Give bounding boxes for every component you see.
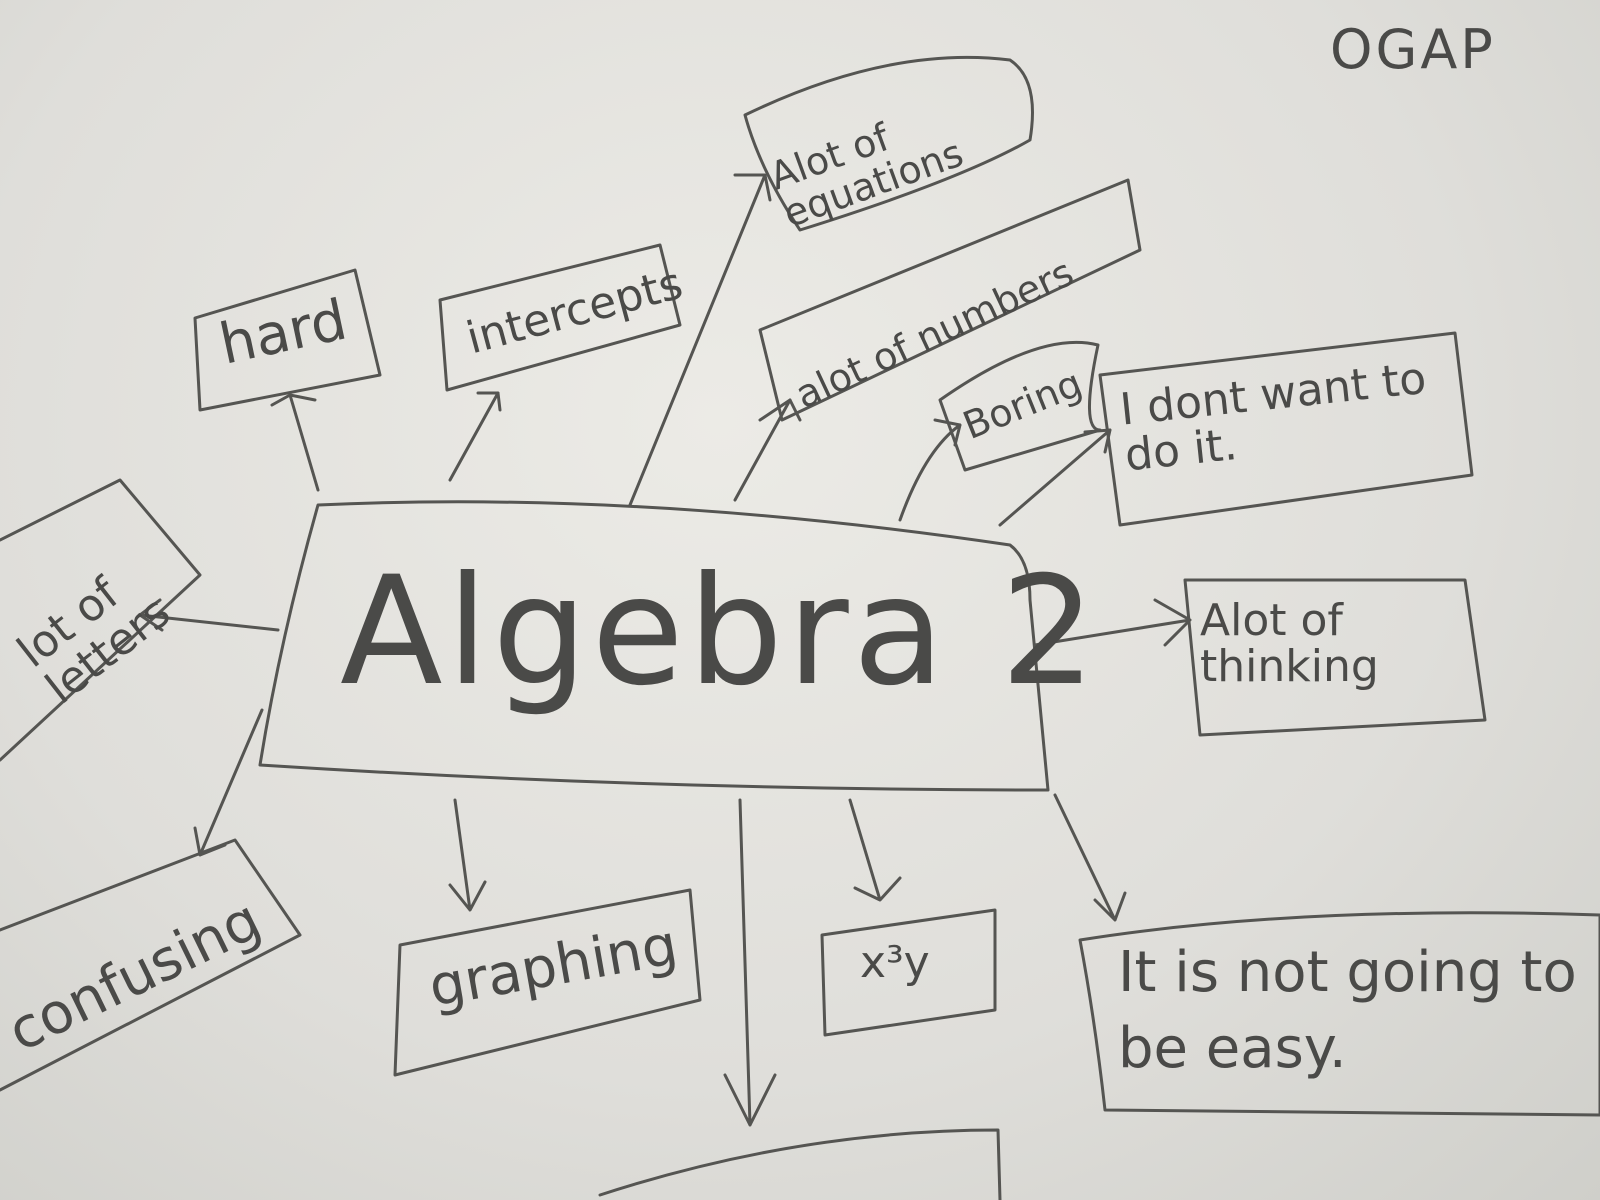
box-intercepts: [438, 243, 682, 392]
box-bottom-partial: [598, 1128, 1002, 1200]
arrow-to-not-easy: [1053, 793, 1127, 922]
box-graphing: [393, 888, 702, 1077]
box-hard: [193, 268, 382, 412]
arrow-to-bottom: [723, 798, 777, 1127]
box-lot-of-letters: [0, 478, 202, 762]
box-confusing: [0, 838, 302, 1092]
corner-note: OGAP: [1330, 18, 1496, 81]
box-dont-want: [1098, 331, 1474, 527]
arrow-to-lot-of-thinking: [1033, 598, 1192, 647]
arrow-to-graphing: [448, 798, 487, 912]
box-boring: [938, 340, 1102, 472]
box-lot-of-numbers: [758, 178, 1142, 422]
arrow-to-lot-of-equations: [628, 173, 772, 507]
box-xy: [820, 908, 997, 1037]
box-lot-of-thinking: [1183, 578, 1487, 737]
arrow-to-hard: [270, 393, 320, 492]
node-not-easy: It is not going to be easy.: [1118, 940, 1577, 1081]
central-box-outline: [258, 500, 1050, 792]
arrow-to-lot-of-numbers: [733, 398, 802, 502]
node-xy: x³y: [860, 937, 930, 988]
node-lot-of-thinking: Alot of thinking: [1200, 595, 1379, 693]
arrow-to-xy: [848, 798, 902, 902]
central-topic: Algebra 2: [340, 545, 1100, 719]
box-lot-of-equations: [743, 55, 1034, 232]
arrow-to-boring: [898, 418, 962, 522]
arrow-to-intercepts: [448, 391, 502, 482]
arrow-to-lot-of-letters: [138, 598, 280, 632]
box-not-easy: [1078, 911, 1600, 1117]
arrow-to-dont-want: [998, 428, 1112, 527]
arrow-to-confusing: [193, 708, 264, 857]
